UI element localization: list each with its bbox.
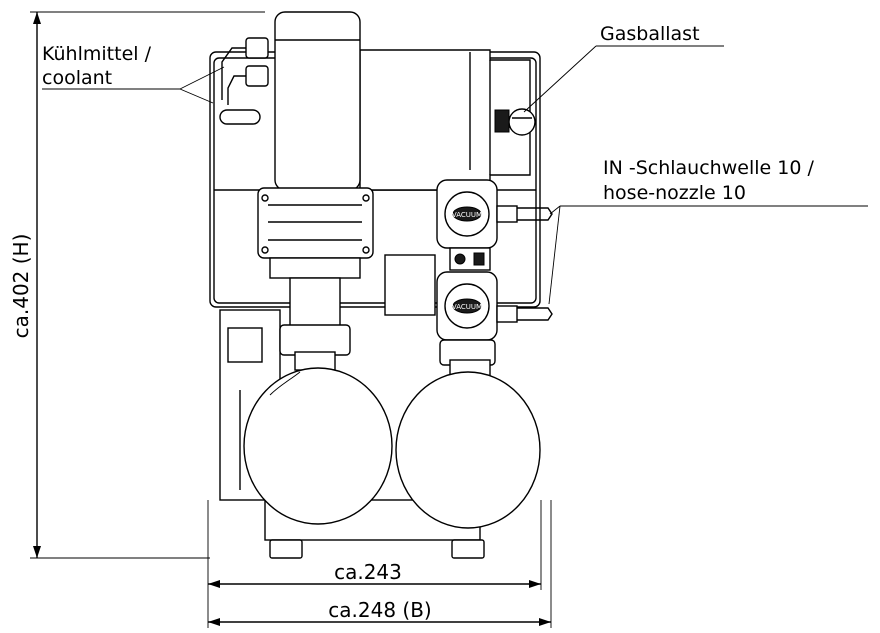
- inlet-callout: IN -Schlauchwelle 10 / hose-nozzle 10: [548, 157, 868, 305]
- vacuum-badge-bottom: VACUUM: [452, 303, 482, 311]
- height-dimension: ca.402 (H): [9, 11, 265, 559]
- gas-ballast-label: Gasballast: [600, 23, 700, 45]
- left-flask: [243, 351, 393, 525]
- valve-head-bottom: VACUUM: [436, 271, 553, 341]
- inlet-label-line2: hose-nozzle 10: [603, 182, 746, 204]
- height-dimension-label: ca.402 (H): [9, 234, 33, 339]
- coolant-label-line2: coolant: [42, 67, 112, 89]
- right-flask: [395, 359, 541, 529]
- width-dimensions: ca.243 ca.248 (B): [207, 500, 552, 628]
- vacuum-badge-top: VACUUM: [452, 211, 482, 219]
- coolant-connectors: [219, 37, 269, 125]
- gas-ballast-callout: Gasballast: [523, 23, 724, 113]
- coolant-label-line1: Kühlmittel /: [42, 43, 152, 65]
- inner-width-label: ca.243: [334, 560, 402, 584]
- valve-connector: [384, 247, 496, 366]
- gas-ballast-knob: [494, 108, 536, 136]
- valve-head-top: VACUUM: [436, 179, 553, 249]
- condenser: [257, 11, 374, 356]
- outer-width-label: ca.248 (B): [328, 598, 431, 622]
- coolant-callout: Kühlmittel / coolant: [42, 43, 225, 104]
- inlet-label-line1: IN -Schlauchwelle 10 /: [603, 157, 814, 179]
